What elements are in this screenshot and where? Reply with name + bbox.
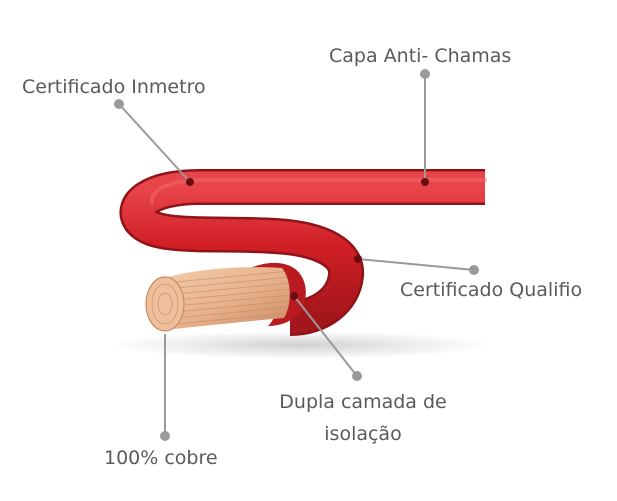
label-dupla-line1: Dupla camada de	[279, 391, 447, 413]
label-certificado-inmetro: Certificado Inmetro	[22, 76, 206, 98]
label-dupla-line2: isolação	[324, 423, 402, 445]
leader-dots-inner	[186, 178, 429, 300]
leader-dots-outer	[114, 69, 479, 441]
label-dupla-camada: Dupla camada de isolação	[270, 386, 456, 450]
label-100-cobre: 100% cobre	[104, 447, 218, 469]
leader-lines	[118, 74, 475, 436]
label-certificado-qualifio: Certificado Qualifio	[400, 279, 583, 301]
leader-dupla	[293, 295, 358, 377]
wire-insulation	[119, 169, 487, 336]
copper-strands	[145, 267, 290, 332]
leader-qualifio	[357, 258, 475, 271]
label-capa-anti-chamas: Capa Anti- Chamas	[329, 45, 512, 67]
wire-shadow	[110, 331, 490, 359]
leader-inmetro	[118, 103, 191, 183]
